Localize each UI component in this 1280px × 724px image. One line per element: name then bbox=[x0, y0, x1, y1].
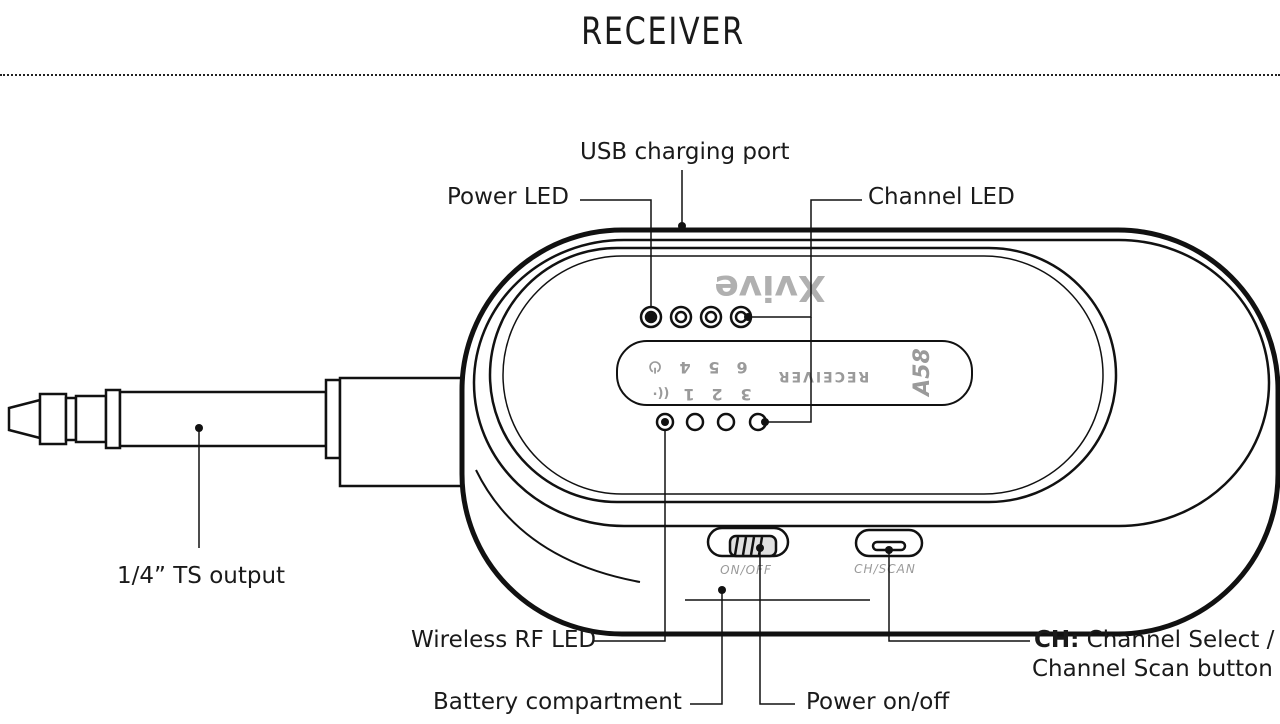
button-label: CH/SCAN bbox=[854, 562, 916, 576]
power-switch bbox=[706, 526, 790, 558]
power-led-label: Power LED bbox=[447, 184, 569, 210]
svg-text:6: 6 bbox=[736, 358, 747, 377]
panel-receiver-text: RECEIVER bbox=[777, 368, 870, 384]
svg-text:4: 4 bbox=[679, 358, 690, 377]
svg-text:1: 1 bbox=[683, 385, 694, 404]
leader-dots bbox=[195, 222, 893, 594]
panel-glyphs: ⏻ 4 5 6 ((· 1 2 3 RECEIVER A58 bbox=[649, 348, 935, 404]
ts-output-label: 1/4” TS output bbox=[117, 563, 286, 589]
svg-text:3: 3 bbox=[740, 385, 751, 404]
power-switch-label: Power on/off bbox=[806, 689, 950, 715]
rf-glyph: ((· bbox=[653, 385, 670, 400]
ch-label: CH: Channel Select / bbox=[1034, 626, 1274, 654]
channel-led-label: Channel LED bbox=[868, 184, 1015, 210]
power-glyph: ⏻ bbox=[649, 358, 661, 376]
svg-text:5: 5 bbox=[708, 358, 719, 377]
ch-prefix: CH: bbox=[1034, 627, 1080, 653]
switch-label: ON/OFF bbox=[720, 563, 772, 577]
model-text: A58 bbox=[910, 348, 935, 398]
title-divider bbox=[0, 74, 1280, 76]
jack-plug bbox=[7, 376, 467, 488]
battery-label: Battery compartment bbox=[433, 689, 682, 715]
leader-lines bbox=[198, 170, 1030, 705]
ch-line2-label: Channel Scan button bbox=[1032, 656, 1273, 682]
ch-line1: Channel Select / bbox=[1086, 627, 1275, 653]
rf-led-label: Wireless RF LED bbox=[411, 627, 597, 653]
channel-led-2 bbox=[716, 412, 736, 432]
usb-port-label: USB charging port bbox=[580, 139, 790, 165]
receiver-body bbox=[459, 227, 1280, 637]
xvive-logo: Xvive bbox=[714, 267, 825, 308]
indicator-panel bbox=[616, 340, 973, 406]
svg-text:2: 2 bbox=[711, 385, 722, 404]
diagram-title: RECEIVER bbox=[581, 10, 745, 53]
channel-led-1 bbox=[685, 412, 705, 432]
